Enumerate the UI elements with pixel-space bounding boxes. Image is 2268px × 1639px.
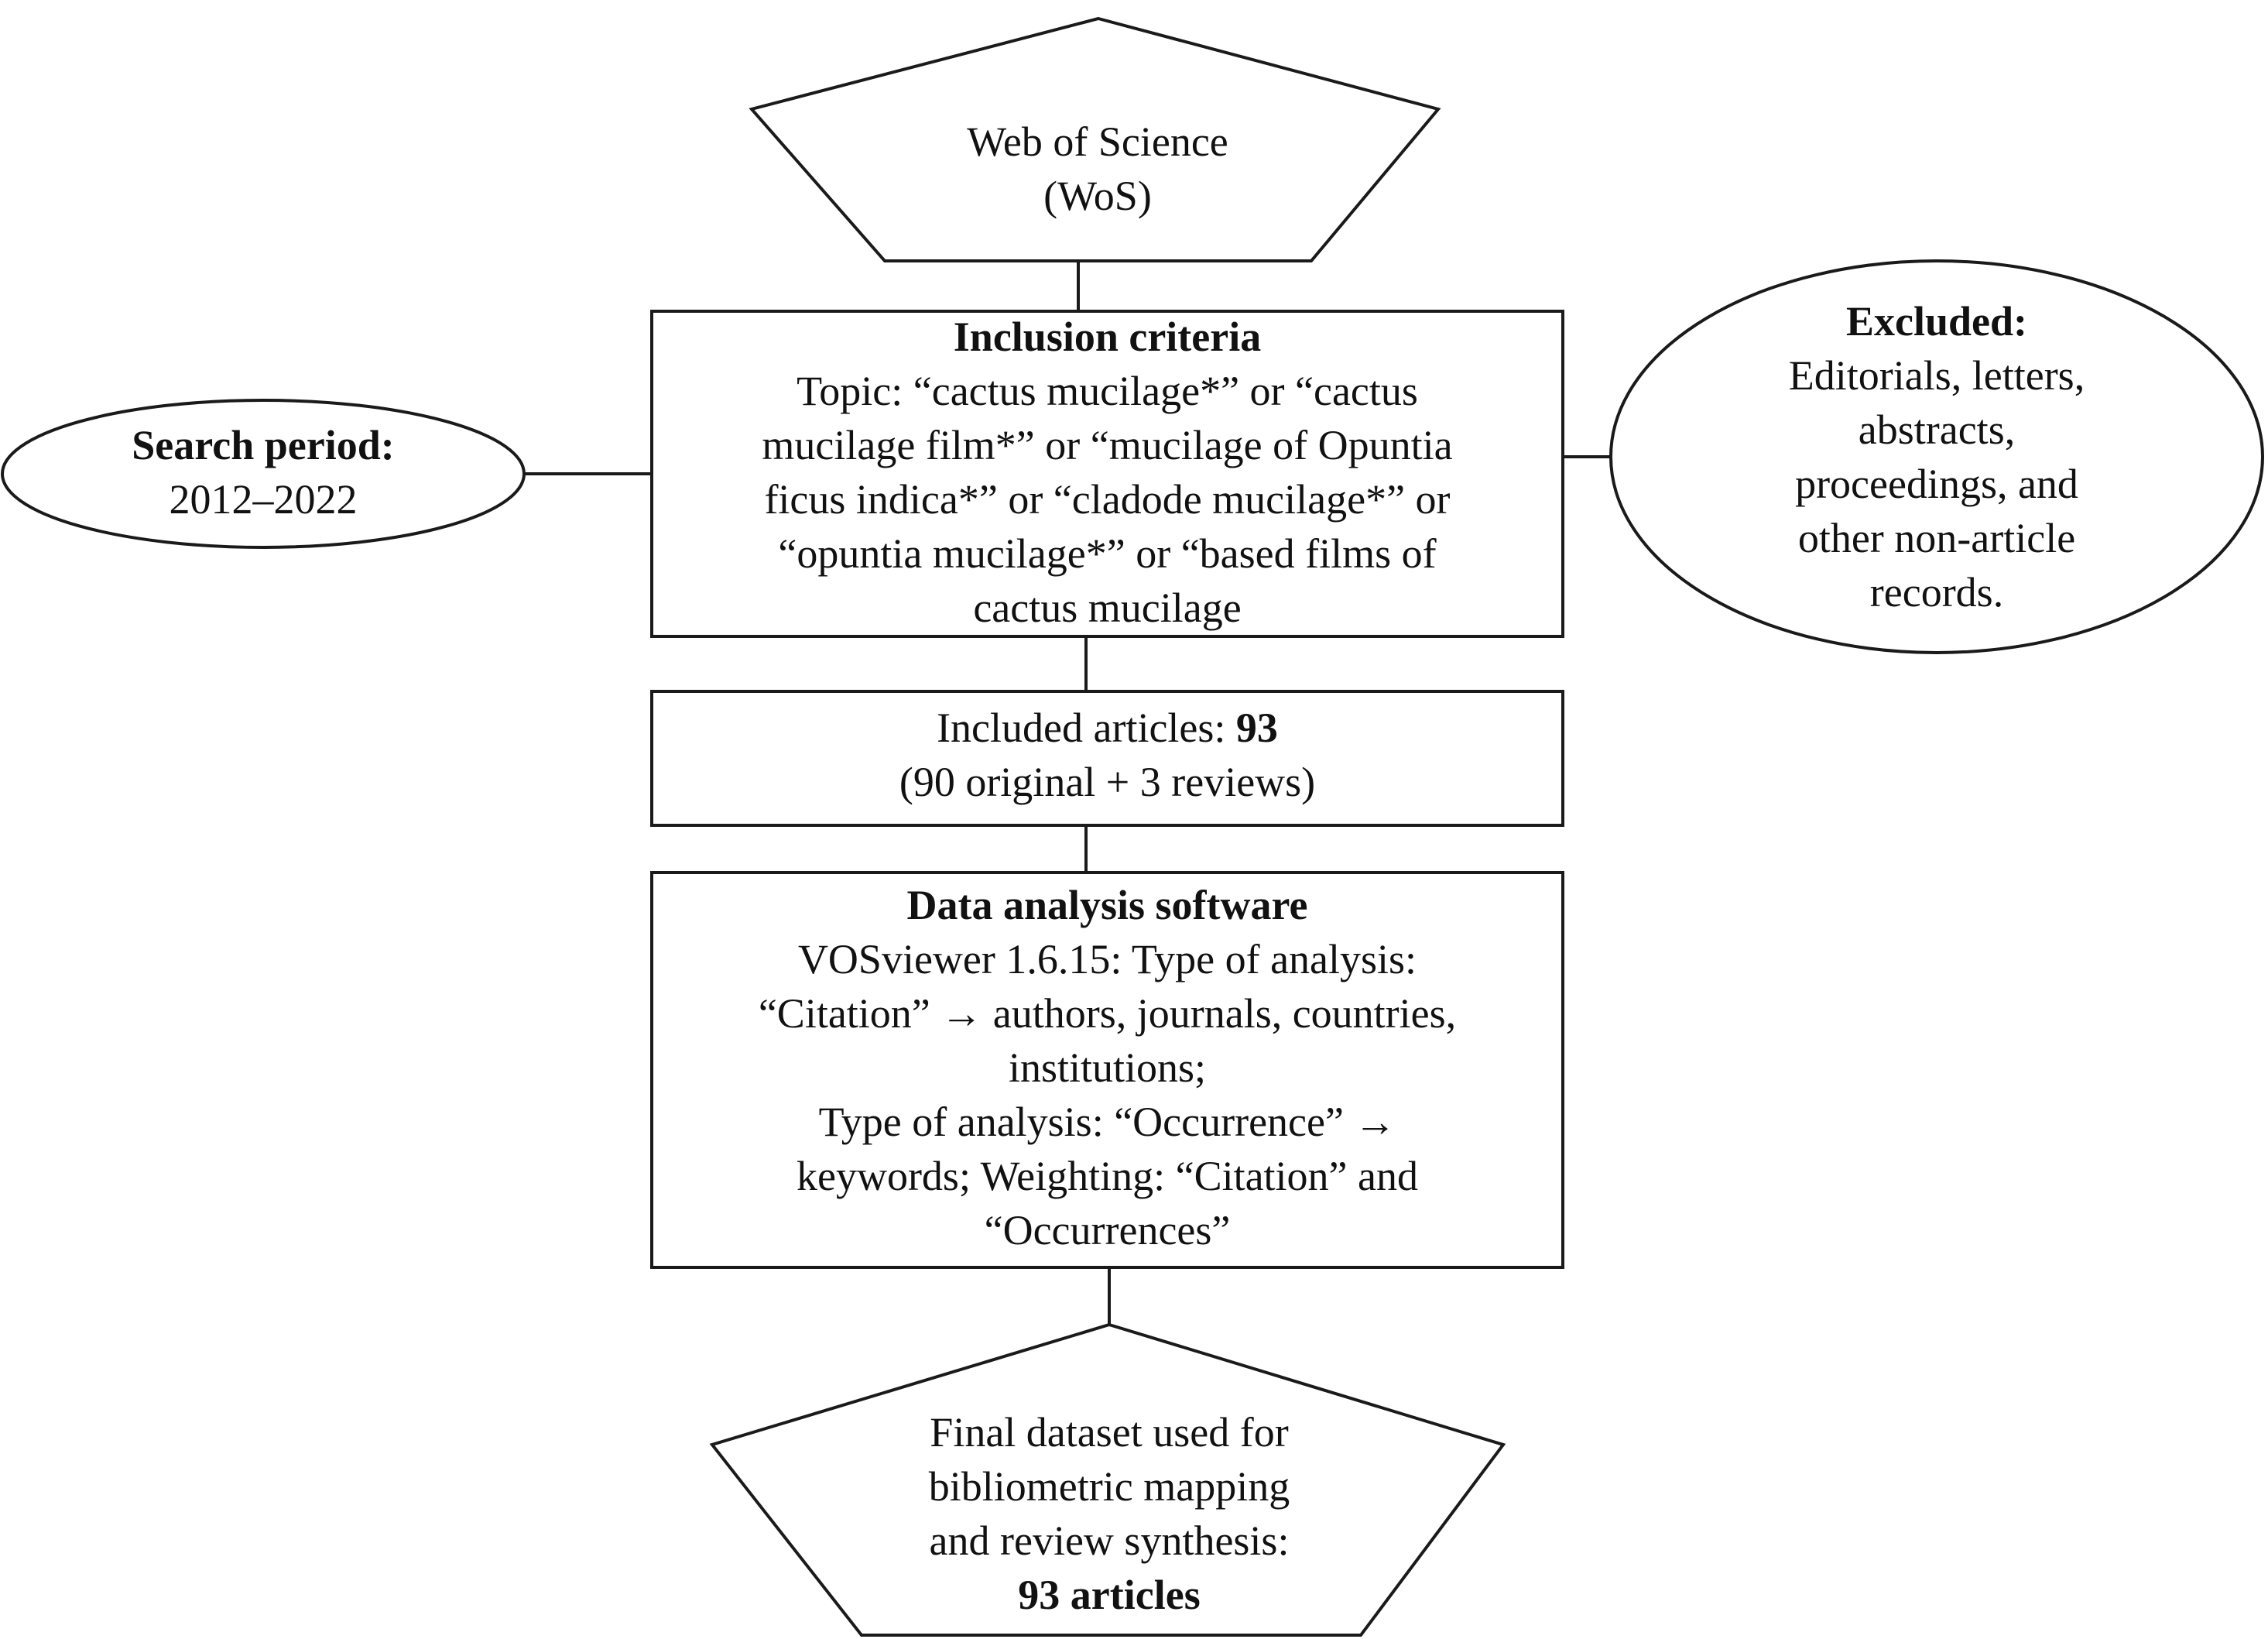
final-line: bibliometric mapping (928, 1463, 1290, 1510)
software-title: Data analysis software (906, 882, 1308, 928)
source-pentagon (749, 16, 1441, 262)
inclusion-line: mucilage film*” or “mucilage of Opuntia (762, 422, 1453, 468)
inclusion-label: Inclusion criteria Topic: “cactus mucila… (660, 310, 1555, 635)
software-line: VOSviewer 1.6.15: Type of analysis: (797, 936, 1417, 982)
inclusion-line: cactus mucilage (973, 585, 1242, 631)
excluded-title: Excluded: (1845, 298, 2028, 345)
final-pentagon (709, 1322, 1506, 1637)
included-detail: (90 original + 3 reviews) (899, 759, 1316, 805)
included-count: 93 (1235, 705, 1278, 751)
source-abbreviation: (WoS) (1043, 173, 1152, 219)
final-line: and review synthesis: (929, 1517, 1290, 1564)
excluded-line: abstracts, (1858, 406, 2016, 453)
included-label: Included articles: 93 (90 original + 3 r… (660, 701, 1555, 809)
excluded-line: records. (1869, 569, 2004, 615)
included-prefix: Included articles: (937, 705, 1226, 751)
source-label: Web of Science (WoS) (846, 115, 1349, 223)
inclusion-title: Inclusion criteria (953, 314, 1262, 360)
software-line: keywords; Weighting: “Citation” and (796, 1153, 1418, 1199)
inclusion-line: “opuntia mucilage*” or “based films of (778, 530, 1437, 577)
software-line: institutions; (1008, 1044, 1207, 1091)
inclusion-line: Topic: “cactus mucilage*” or “cactus (797, 368, 1418, 414)
source-name: Web of Science (967, 118, 1228, 165)
excluded-line: proceedings, and (1795, 461, 2078, 507)
search-period-ellipse (1, 399, 526, 549)
inclusion-box (650, 310, 1564, 638)
search-period-value: 2012–2022 (169, 476, 358, 523)
software-box (650, 871, 1564, 1269)
software-label: Data analysis software VOSviewer 1.6.15:… (660, 878, 1555, 1257)
search-period-title: Search period: (132, 422, 395, 468)
excluded-label: Excluded: Editorials, letters, abstracts… (1658, 294, 2215, 619)
software-line: “Occurrences” (984, 1207, 1231, 1253)
included-box (650, 690, 1564, 827)
final-count: 93 articles (1018, 1572, 1201, 1618)
excluded-line: other non-article (1797, 515, 2076, 561)
software-line: “Citation” → authors, journals, countrie… (758, 990, 1457, 1037)
excluded-ellipse (1609, 259, 2264, 654)
search-period-label: Search period: 2012–2022 (31, 418, 495, 526)
final-label: Final dataset used for bibliometric mapp… (807, 1405, 1411, 1622)
excluded-line: Editorials, letters, (1788, 352, 2085, 399)
software-line: Type of analysis: “Occurrence” → (818, 1099, 1396, 1145)
final-line: Final dataset used for (930, 1409, 1289, 1456)
inclusion-line: ficus indica*” or “cladode mucilage*” or (764, 476, 1451, 523)
